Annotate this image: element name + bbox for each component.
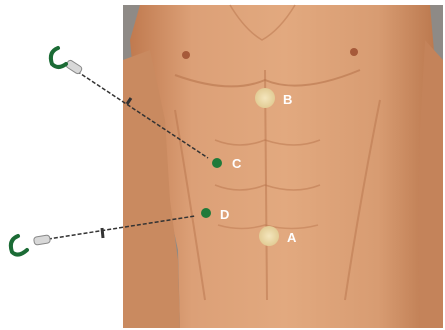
nipple-left <box>182 51 190 59</box>
label-a: A <box>287 230 297 245</box>
hook-instrument-icon <box>51 48 66 67</box>
hook-instrument-icon <box>11 236 27 255</box>
port-d <box>201 208 211 218</box>
label-b: B <box>283 92 292 107</box>
port-b <box>255 88 275 108</box>
label-d: D <box>220 207 229 222</box>
port-c <box>212 158 222 168</box>
nipple-right <box>350 48 358 56</box>
label-c: C <box>232 156 242 171</box>
port-a <box>259 226 279 246</box>
